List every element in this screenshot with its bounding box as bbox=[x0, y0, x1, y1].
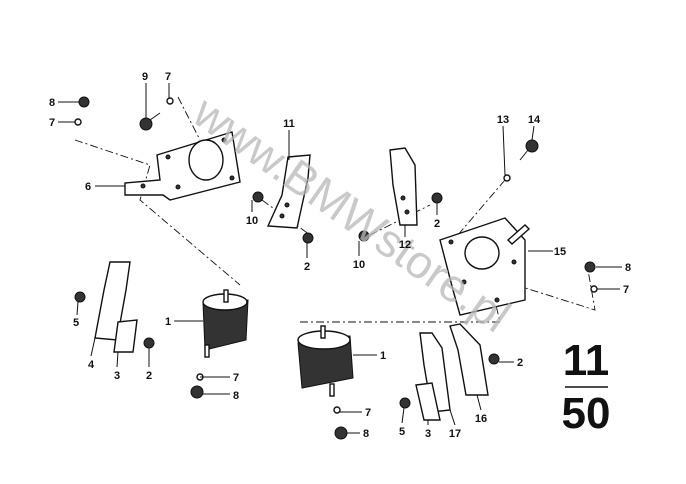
callout-3: 3 bbox=[425, 428, 431, 440]
callout-8: 8 bbox=[49, 97, 55, 109]
bracket-12 bbox=[358, 147, 443, 242]
callout-12: 12 bbox=[399, 239, 411, 251]
callout-8: 8 bbox=[363, 428, 369, 440]
callout-2: 2 bbox=[517, 357, 523, 369]
callout-11: 11 bbox=[283, 118, 295, 130]
rubber-mount-1-right bbox=[297, 325, 354, 440]
callout-10: 10 bbox=[246, 215, 258, 227]
callout-7: 7 bbox=[623, 284, 629, 296]
page-number: 50 bbox=[562, 389, 611, 438]
callout-17: 17 bbox=[449, 428, 461, 440]
callout-14: 14 bbox=[528, 114, 541, 126]
group-number: 11 bbox=[563, 336, 610, 385]
callout-7: 7 bbox=[365, 407, 371, 419]
brackets-4-3-left bbox=[74, 261, 155, 353]
callout-2: 2 bbox=[434, 218, 440, 230]
callout-2: 2 bbox=[146, 370, 152, 382]
callout-7: 7 bbox=[165, 71, 171, 83]
callout-6: 6 bbox=[85, 181, 91, 193]
fasteners-top-left bbox=[74, 96, 174, 131]
callout-5: 5 bbox=[73, 317, 79, 329]
callout-5: 5 bbox=[399, 426, 405, 438]
brackets-17-16-3-right bbox=[399, 323, 500, 421]
bracket-11 bbox=[252, 154, 314, 244]
callout-10: 10 bbox=[353, 259, 365, 271]
callout-labels: 9 7 8 7 6 11 10 2 12 2 10 13 14 15 8 7 5… bbox=[49, 71, 631, 440]
callout-8: 8 bbox=[233, 390, 239, 402]
rubber-mount-1-left bbox=[190, 289, 249, 399]
callout-1: 1 bbox=[380, 350, 386, 362]
callout-7: 7 bbox=[49, 117, 55, 129]
callout-8: 8 bbox=[625, 262, 631, 274]
callout-9: 9 bbox=[142, 71, 148, 83]
callout-16: 16 bbox=[475, 413, 487, 425]
callout-4: 4 bbox=[88, 359, 95, 371]
callout-3: 3 bbox=[114, 370, 120, 382]
callout-2: 2 bbox=[304, 261, 310, 273]
callout-1: 1 bbox=[165, 316, 171, 328]
callout-13: 13 bbox=[497, 114, 509, 126]
group-page-number: 11 50 bbox=[562, 336, 611, 438]
leader-lines bbox=[58, 83, 622, 434]
engine-bracket-6 bbox=[124, 131, 241, 201]
callout-7: 7 bbox=[233, 372, 239, 384]
callout-15: 15 bbox=[554, 246, 566, 258]
bracket-plate-15 bbox=[439, 139, 598, 316]
